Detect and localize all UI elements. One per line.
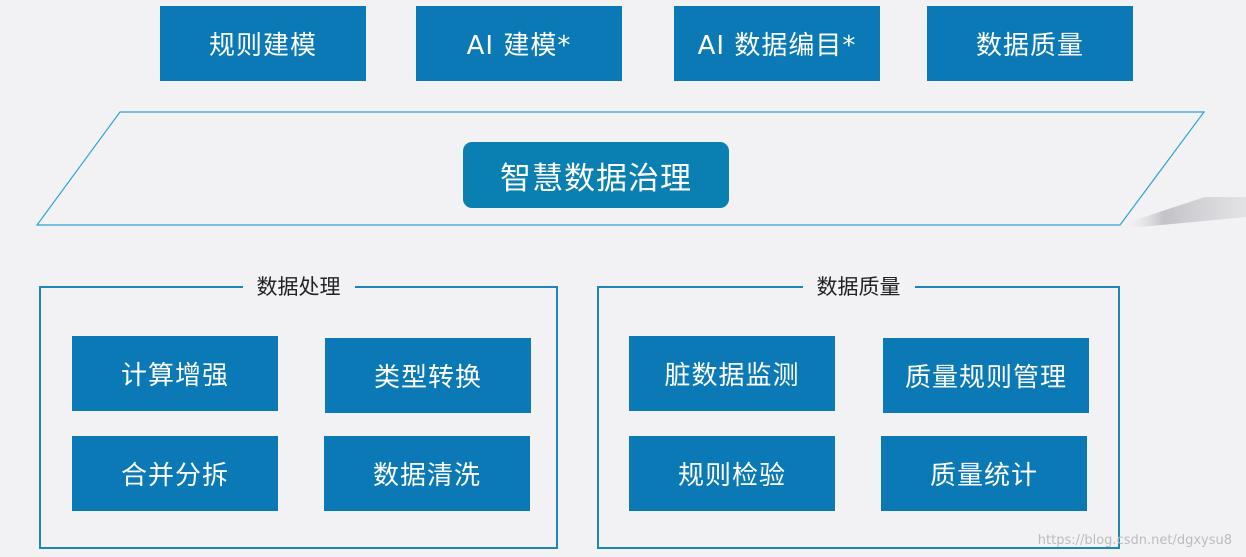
module-ai-data-catalog: AI 数据编目* (674, 6, 880, 81)
module-label: 数据质量 (975, 31, 1084, 61)
smart-data-governance-title: 智慧数据治理 (463, 142, 729, 208)
module-data-quality: 数据质量 (927, 6, 1133, 81)
item-compute-enhance: 计算增强 (72, 336, 278, 411)
banner-shadow (1120, 197, 1246, 227)
group-title: 数据质量 (802, 274, 915, 300)
group-title: 数据处理 (242, 274, 355, 300)
item-dirty-data-monitoring: 脏数据监测 (629, 336, 835, 411)
item-label: 类型转换 (373, 363, 482, 393)
module-ai-modeling: AI 建模* (416, 6, 622, 81)
item-label: 质量规则管理 (904, 363, 1067, 393)
item-type-conversion: 类型转换 (325, 338, 531, 413)
module-label: AI 建模* (466, 31, 572, 61)
module-label: 规则建模 (208, 31, 317, 61)
item-label: 数据清洗 (372, 461, 481, 491)
item-rule-validation: 规则检验 (629, 436, 835, 511)
item-label: 脏数据监测 (664, 361, 800, 391)
item-label: 质量统计 (929, 461, 1038, 491)
module-rule-modeling: 规则建模 (160, 6, 366, 81)
module-label: AI 数据编目* (697, 31, 857, 61)
watermark: https://blog.csdn.net/dgxysu8 (1037, 533, 1232, 548)
group-data-processing: 数据处理 (39, 274, 558, 549)
item-merge-split: 合并分拆 (72, 436, 278, 511)
item-data-cleansing: 数据清洗 (324, 436, 530, 511)
item-label: 规则检验 (677, 461, 786, 491)
item-label: 合并分拆 (120, 461, 229, 491)
center-label: 智慧数据治理 (500, 160, 692, 197)
item-label: 计算增强 (120, 361, 229, 391)
group-data-quality: 数据质量 (597, 274, 1120, 549)
item-quality-rule-management: 质量规则管理 (883, 338, 1089, 413)
item-quality-statistics: 质量统计 (881, 436, 1087, 511)
